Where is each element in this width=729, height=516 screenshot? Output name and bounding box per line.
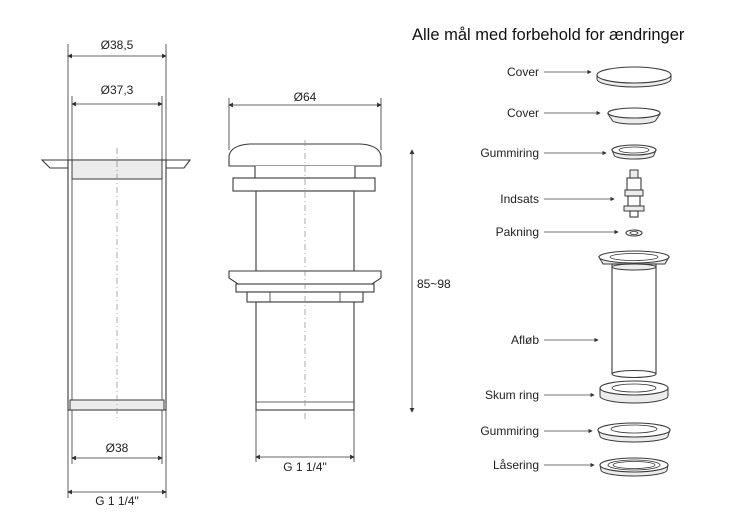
part-skum-ring bbox=[599, 380, 669, 404]
part-pakning bbox=[625, 229, 643, 237]
part-label-skum-ring: Skum ring bbox=[485, 388, 539, 402]
part-label-lasering: Låsering bbox=[493, 458, 539, 472]
part-label-aflob: Afløb bbox=[511, 333, 539, 347]
dim-64: Ø64 bbox=[294, 90, 317, 104]
part-label-gummiring-2: Gummiring bbox=[480, 424, 539, 438]
dim-38-5: Ø38,5 bbox=[101, 38, 134, 52]
sleeve-flange-right bbox=[165, 159, 192, 169]
dim-g-left: G 1 1/4" bbox=[95, 494, 139, 508]
waste-drawing: Ø64 G 1 1/4" 85~98 bbox=[228, 90, 451, 474]
part-label-pakning: Pakning bbox=[496, 225, 539, 239]
part-indsats bbox=[623, 169, 645, 218]
part-aflob bbox=[598, 250, 670, 379]
part-gummiring-2 bbox=[597, 422, 671, 443]
page-heading: Alle mål med forbehold for ændringer bbox=[412, 26, 685, 44]
dim-37-3: Ø37,3 bbox=[101, 83, 134, 97]
waste-upper-collar bbox=[232, 177, 376, 192]
sleeve-drawing: Ø38,5 Ø37,3 Ø38 G 1 1/4" bbox=[40, 38, 192, 508]
part-label-indsats: Indsats bbox=[500, 192, 539, 206]
part-label-cover-2: Cover bbox=[507, 106, 539, 120]
part-cover-1 bbox=[596, 66, 672, 88]
sleeve-body bbox=[67, 159, 167, 411]
exploded-parts: Cover Cover Gummiring Indsats Pakning Af… bbox=[480, 65, 672, 477]
dim-height: 85~98 bbox=[417, 277, 451, 291]
dim-g-mid: G 1 1/4" bbox=[283, 460, 327, 474]
sleeve-flange-left bbox=[40, 159, 69, 169]
part-gummiring-1 bbox=[611, 144, 657, 160]
part-lasering bbox=[599, 457, 669, 477]
part-cover-2 bbox=[607, 107, 661, 125]
part-label-cover-1: Cover bbox=[507, 65, 539, 79]
dim-38: Ø38 bbox=[106, 441, 129, 455]
part-label-gummiring-1: Gummiring bbox=[480, 146, 539, 160]
